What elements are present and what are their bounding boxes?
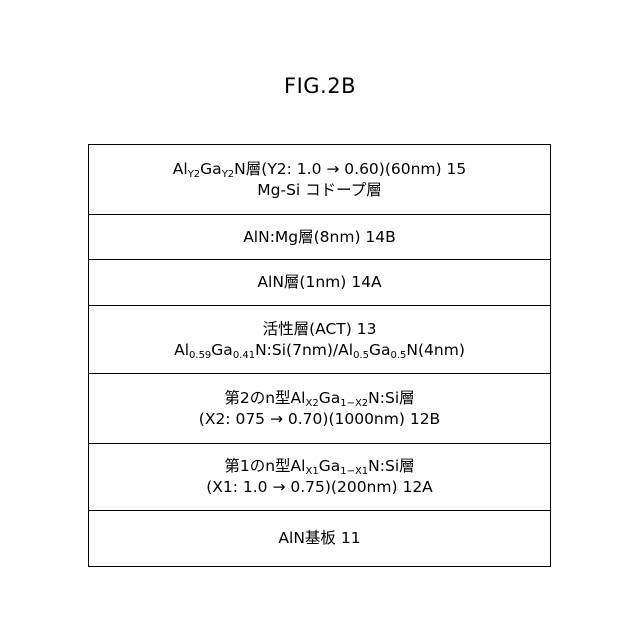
layer-13-line-1: 活性層(ACT) 13: [263, 319, 377, 340]
layer-stack: AlY2GaY2N層(Y2: 1.0 → 0.60)(60nm) 15 Mg-S…: [88, 144, 551, 567]
layer-12b-line-2: (X2: 075 → 0.70)(1000nm) 12B: [199, 409, 440, 430]
figure-title: FIG.2B: [0, 74, 640, 98]
layer-14b-label: AlN:Mg層(8nm) 14B: [243, 227, 396, 248]
layer-13-active: 活性層(ACT) 13 Al0.59Ga0.41N:Si(7nm)/Al0.5G…: [89, 306, 550, 374]
layer-15-algan-mg-si: AlY2GaY2N層(Y2: 1.0 → 0.60)(60nm) 15 Mg-S…: [89, 145, 550, 215]
layer-14b-aln-mg: AlN:Mg層(8nm) 14B: [89, 215, 550, 260]
layer-15-line-1: AlY2GaY2N層(Y2: 1.0 → 0.60)(60nm) 15: [173, 159, 466, 180]
layer-12b-line-1: 第2のn型AlX2Ga1−X2N:Si層: [224, 388, 414, 409]
layer-12a-line-1: 第1のn型AlX1Ga1−X1N:Si層: [224, 456, 414, 477]
layer-11-aln-substrate: AlN基板 11: [89, 511, 550, 566]
layer-12a-n-algan: 第1のn型AlX1Ga1−X1N:Si層 (X1: 1.0 → 0.75)(20…: [89, 444, 550, 511]
layer-12a-line-2: (X1: 1.0 → 0.75)(200nm) 12A: [206, 477, 433, 498]
layer-13-line-2: Al0.59Ga0.41N:Si(7nm)/Al0.5Ga0.5N(4nm): [174, 340, 465, 361]
layer-14a-label: AlN層(1nm) 14A: [257, 272, 381, 293]
layer-11-label: AlN基板 11: [278, 528, 360, 549]
layer-12b-n-algan: 第2のn型AlX2Ga1−X2N:Si層 (X2: 075 → 0.70)(10…: [89, 374, 550, 444]
layer-15-line-2: Mg-Si コドープ層: [257, 180, 381, 201]
layer-14a-aln: AlN層(1nm) 14A: [89, 260, 550, 306]
